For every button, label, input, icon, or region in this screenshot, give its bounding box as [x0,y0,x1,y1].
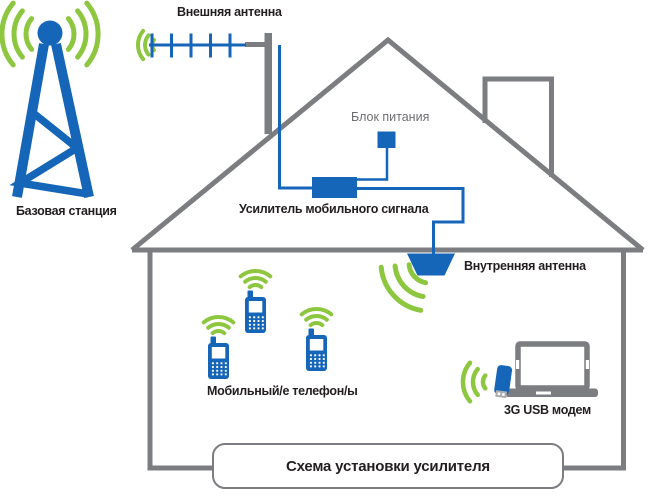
mobile-phone-icon [208,336,229,379]
signal-waves-icon [238,269,273,290]
power-supply-icon [377,131,396,148]
title-banner: Схема установки усилителя [212,443,564,489]
phones-label: Мобильный/е телефон/ы [207,384,358,398]
mobile-phone-icon [245,290,266,333]
indoor-antenna-icon [378,253,455,313]
amplifier-icon [312,177,357,198]
mobile-phone-icon [306,328,327,371]
amplifier-label: Усилитель мобильного сигнала [239,202,429,216]
external-antenna-label: Внешняя антенна [177,5,282,19]
power-supply-label: Блок питания [351,110,430,124]
house-outline [130,36,645,471]
power-cable [357,148,389,181]
signal-waves-icon [201,315,236,336]
signal-waves-icon [480,373,488,391]
usb-modem-icon [460,360,513,404]
cell-tower-icon [0,0,101,199]
mobile-phones-group [201,269,334,379]
laptop-icon [505,341,598,397]
yagi-antenna-icon [135,28,246,62]
signal-waves-icon [299,307,334,328]
antenna-cable [278,45,312,190]
signal-waves-icon [406,262,428,286]
indoor-antenna-cable [357,187,465,254]
title-banner-text: Схема установки усилителя [286,457,490,475]
usb-modem-label: 3G USB модем [504,403,591,417]
base-station-label: Базовая станция [16,204,117,218]
chimney [482,76,554,177]
antenna-mast [245,33,272,134]
internal-antenna-label: Внутренняя антенна [464,259,586,273]
